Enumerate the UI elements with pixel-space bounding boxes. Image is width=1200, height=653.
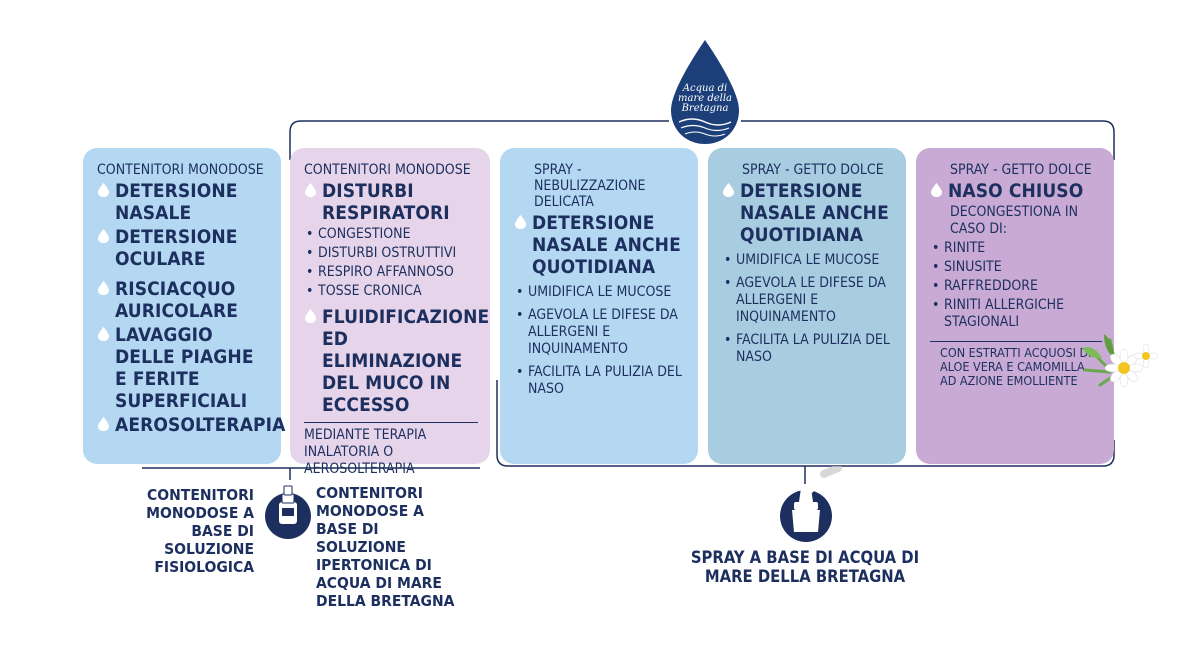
list-item: UMIDIFICA LE MUCOSE: [722, 252, 894, 269]
heading-fluidificazione: FLUIDIFICAZIONE ED ELIMINAZIONE DEL MUCO…: [304, 306, 489, 416]
list-item: TOSSE CRONICA: [304, 283, 478, 300]
list-item: AGEVOLA LE DIFESE DA ALLERGENI E INQUINA…: [722, 275, 894, 326]
heading-detersione-nasale-quotidiana: DETERSIONE NASALE ANCHE QUOTIDIANA: [722, 180, 894, 246]
heading-risciacquo-auricolare: RISCIACQUO AURICOLARE: [97, 278, 269, 322]
drop-icon: [98, 229, 109, 243]
drop-icon: [305, 309, 316, 323]
card-category: SPRAY - GETTO DOLCE: [742, 162, 884, 178]
list-item: RINITE: [930, 240, 1102, 257]
drop-icon: [723, 183, 734, 197]
heading-naso-chiuso: NASO CHIUSO: [930, 180, 1102, 202]
label-monodose-ipertonica: CONTENITORI MONODOSE A BASE DI SOLUZIONE…: [316, 484, 455, 610]
card-monodose-ipertonica: CONTENITORI MONODOSE DISTURBI RESPIRATOR…: [290, 148, 490, 477]
drop-icon: [98, 183, 109, 197]
water-drop-logo-icon: [671, 40, 739, 144]
card-spray-getto-dolce: SPRAY - GETTO DOLCE DETERSIONE NASALE AN…: [708, 148, 906, 464]
heading-lavaggio-piaghe: LAVAGGIO DELLE PIAGHE E FERITE SUPERFICI…: [97, 324, 269, 412]
card-category: SPRAY - GETTO DOLCE: [950, 162, 1092, 178]
list-item: RESPIRO AFFANNOSO: [304, 264, 478, 281]
divider: [304, 422, 478, 423]
card-monodose-fisiologica: CONTENITORI MONODOSE DETERSIONE NASALE D…: [83, 148, 285, 464]
heading-disturbi-respiratori: DISTURBI RESPIRATORI: [304, 180, 478, 224]
card-category: SPRAY - NEBULIZZAZIONE DELICATA: [534, 162, 646, 210]
card-note: CON ESTRATTI ACQUOSI DI ALOE VERA E CAMO…: [940, 345, 1092, 388]
heading-aerosolterapia: AEROSOLTERAPIA: [97, 414, 285, 436]
drop-icon: [98, 417, 109, 431]
list-item: RINITI ALLERGICHE STAGIONALI: [930, 297, 1102, 331]
label-spray: SPRAY A BASE DI ACQUA DI MARE DELLA BRET…: [690, 548, 920, 586]
chamomile-flower-icon: [1082, 334, 1159, 388]
heading-detersione-oculare: DETERSIONE OCULARE: [97, 226, 269, 270]
spray-bottle-icon: [780, 466, 842, 542]
card-spray-nebulizzazione: SPRAY - NEBULIZZAZIONE DELICATA DETERSIO…: [500, 148, 698, 464]
list-item: RAFFREDDORE: [930, 278, 1102, 295]
heading-detersione-nasale-quotidiana: DETERSIONE NASALE ANCHE QUOTIDIANA: [514, 212, 686, 278]
card-category: CONTENITORI MONODOSE: [304, 162, 471, 178]
logo-text: Acqua di mare della Bretagna: [678, 83, 732, 114]
card-spray-naso-chiuso: SPRAY - GETTO DOLCE NASO CHIUSO DECONGES…: [916, 148, 1114, 464]
list-item: DISTURBI OSTRUTTIVI: [304, 245, 478, 262]
drop-icon: [305, 183, 316, 197]
heading-detersione-nasale: DETERSIONE NASALE: [97, 180, 269, 224]
list-item: CONGESTIONE: [304, 226, 478, 243]
label-monodose-fisiologica: CONTENITORI MONODOSE A BASE DI SOLUZIONE…: [146, 486, 254, 576]
card-category: CONTENITORI MONODOSE: [97, 162, 264, 178]
drop-icon: [98, 327, 109, 341]
list-item: AGEVOLA LE DIFESE DA ALLERGENI E INQUINA…: [514, 307, 686, 358]
drop-icon: [931, 183, 942, 197]
list-item: FACILITA LA PULIZIA DEL NASO: [722, 332, 894, 366]
drop-icon: [98, 281, 109, 295]
card-note: MEDIANTE TERAPIA INALATORIA O AEROSOLTER…: [304, 427, 427, 477]
list-item: UMIDIFICA LE MUCOSE: [514, 284, 686, 301]
list-item: FACILITA LA PULIZIA DEL NASO: [514, 364, 686, 398]
card-intro: DECONGESTIONA IN CASO DI:: [950, 204, 1078, 237]
list-item: SINUSITE: [930, 259, 1102, 276]
sea-water-logo: Acqua di mare della Bretagna: [667, 38, 743, 148]
monodose-vial-icon: [265, 485, 311, 539]
divider: [930, 341, 1102, 342]
drop-icon: [515, 215, 526, 229]
